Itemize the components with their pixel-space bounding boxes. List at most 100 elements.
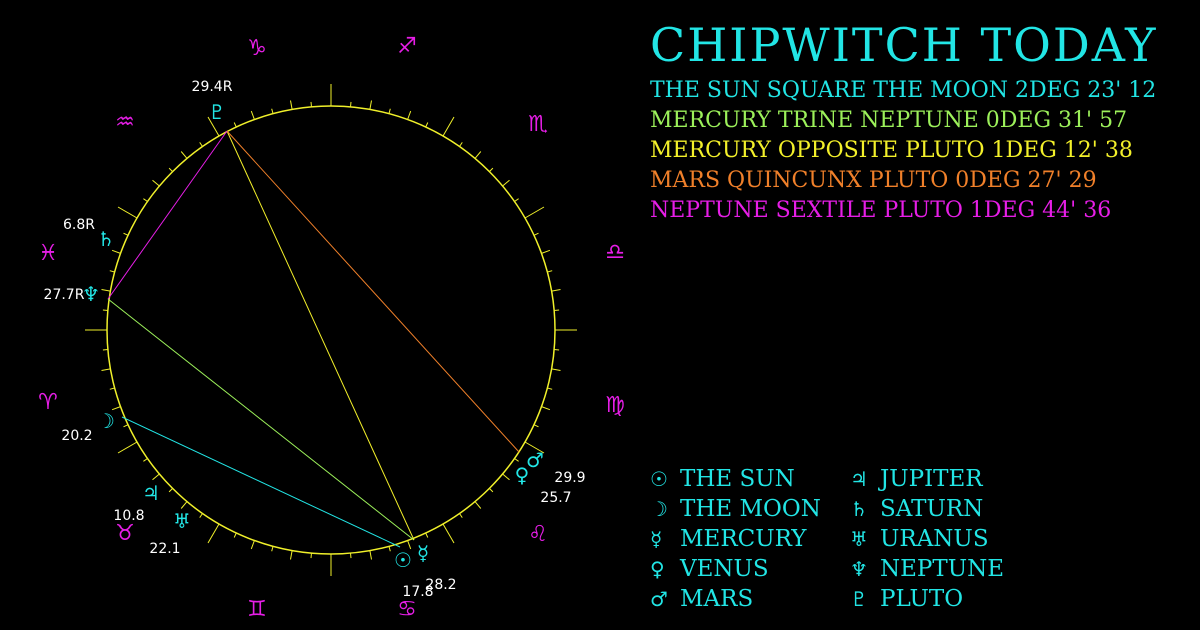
degree-tick [551,368,561,371]
degree-tick [388,546,391,552]
moon-icon: ☽ [650,497,668,521]
degree-tick [117,441,138,454]
degree-tick [369,100,372,110]
mars-icon: ♂ [526,448,544,472]
degree-tick [143,198,148,202]
zodiac-gemini-icon: ♊ [247,597,267,622]
degree-tick [233,122,237,128]
degree-tick [524,206,545,219]
degree-tick [533,232,539,236]
mercury-icon: ☿ [417,541,429,565]
saturn-degree-label: 6.8R [63,217,95,233]
aspect-line-mercury-pluto [226,130,415,541]
degree-tick [180,151,188,159]
zodiac-cancer-icon: ♋ [397,597,417,622]
aspect-item-mercury-trine-neptune: MERCURY TRINE NEPTUNE 0DEG 31' 57 [650,108,1128,133]
legend-item-mercury: ☿ MERCURY [650,526,806,552]
zodiac-scorpio-icon: ♏ [528,112,548,137]
legend-label: PLUTO [880,586,964,612]
degree-tick [502,179,510,187]
saturn-icon: ♄ [97,227,115,251]
legend-item-jupiter: ♃JUPITER [850,466,983,492]
aspect-list: THE SUN SQUARE THE MOON 2DEG 23' 12 MERC… [650,76,1156,226]
degree-tick [407,110,412,120]
degree-tick [310,553,312,559]
uranus-icon: ♅ [850,527,868,551]
degree-tick [474,151,482,159]
degree-tick [290,100,293,110]
pluto-icon: ♇ [850,587,868,611]
degree-tick [207,116,220,137]
venus-degree-label: 25.7 [540,490,571,506]
zodiac-aquarius-icon: ♒ [115,110,135,135]
degree-tick [524,441,545,454]
legend-label: MARS [680,586,754,612]
degree-tick [474,501,482,509]
saturn-icon: ♄ [850,497,868,521]
aspect-line-neptune-pluto [107,130,228,300]
degree-tick [199,142,203,147]
degree-tick [101,289,111,292]
degree-tick [233,532,237,538]
degree-tick [350,101,352,107]
venus-icon: ♀ [650,557,665,581]
natal-chart-wheel: ♑ ♐ ♒ ♏ ♓ ♎ ♈ ♍ ♉ ♌ ♊ ♋ ♇ 29.4R ♄ 6.8R ♆… [38,34,625,622]
degree-tick [199,513,203,518]
degree-tick [143,458,148,462]
degree-tick [290,550,293,560]
degree-tick [250,110,255,120]
legend-label: VENUS [680,556,769,582]
degree-tick [547,387,553,390]
degree-tick [541,406,551,411]
legend-item-pluto: ♇ PLUTO [850,586,963,612]
legend-item-venus: ♀ VENUS [650,556,769,582]
mercury-icon: ☿ [650,527,663,551]
degree-tick [102,349,108,351]
degree-tick [514,458,519,462]
sun-icon: ☉ [394,548,412,572]
moon-degree-label: 20.2 [61,428,92,444]
legend-label: THE SUN [680,466,795,492]
mars-icon: ♂ [650,587,668,611]
degree-tick [117,206,138,219]
moon-icon: ☽ [97,409,115,433]
aspect-item-neptune-sextile-pluto: NEPTUNE SEXTILE PLUTO 1DEG 44' 36 [650,198,1112,223]
degree-ticks [85,84,577,576]
zodiac-sagittarius-icon: ♐ [397,34,417,59]
aspect-line-mars-pluto [226,130,520,453]
degree-tick [109,270,115,273]
aspect-line-mercury-neptune [107,298,415,541]
mars-degree-label: 29.9 [554,470,585,486]
zodiac-leo-icon: ♌ [528,522,548,547]
legend-label: MERCURY [680,526,807,552]
aspect-item-mars-quincunx-pluto: MARS QUINCUNX PLUTO 0DEG 27' 29 [650,168,1097,193]
legend-label: THE MOON [680,496,821,522]
degree-tick [310,101,312,107]
degree-tick [102,309,108,311]
degree-tick [541,249,551,254]
degree-tick [407,540,412,550]
legend-item-mars: ♂ MARS [650,586,753,612]
chart-circle [106,105,556,555]
neptune-degree-label: 27.7R [44,287,85,303]
degree-tick [502,473,510,481]
pluto-icon: ♇ [208,100,226,124]
degree-tick [459,513,463,518]
degree-tick [111,249,121,254]
neptune-icon: ♆ [850,557,868,581]
legend-label: NEPTUNE [880,556,1005,582]
degree-tick [101,368,111,371]
sun-degree-label: 17.8 [402,584,433,600]
degree-tick [180,501,188,509]
degree-tick [554,309,560,311]
degree-tick [533,424,539,428]
legend-label: JUPITER [880,466,983,492]
degree-tick [459,142,463,147]
degree-tick [152,179,160,187]
degree-tick [442,523,455,544]
degree-tick [425,532,429,538]
degree-tick [350,553,352,559]
degree-tick [489,167,494,172]
zodiac-virgo-icon: ♍ [605,393,625,418]
degree-tick [271,546,274,552]
